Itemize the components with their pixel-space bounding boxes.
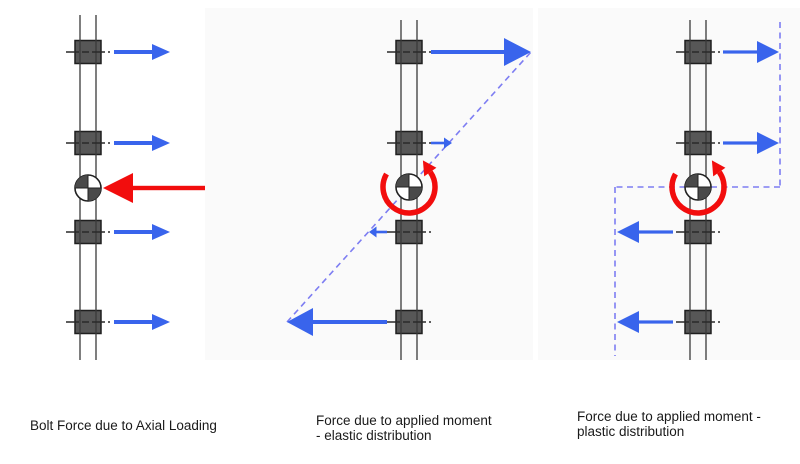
panel-axial bbox=[66, 15, 205, 360]
force-arrow-right-icon bbox=[114, 224, 170, 240]
force-arrow-left-icon bbox=[617, 221, 673, 243]
centroid-icon bbox=[74, 174, 102, 202]
force-arrow-right-icon bbox=[114, 44, 170, 60]
force-arrow-small-right-icon bbox=[431, 137, 452, 149]
applied-axial-load-arrow-icon bbox=[103, 173, 205, 203]
caption-moment-elastic: Force due to applied moment - elastic di… bbox=[316, 413, 492, 443]
centroid-icon bbox=[395, 173, 423, 201]
caption-line: Bolt Force due to Axial Loading bbox=[30, 418, 217, 433]
force-arrow-small-left-icon bbox=[369, 226, 387, 238]
caption-line: plastic distribution bbox=[577, 424, 685, 439]
caption-line: Force due to applied moment - bbox=[577, 409, 761, 424]
force-arrow-right-icon bbox=[114, 135, 170, 151]
force-arrow-large-right-icon bbox=[431, 38, 531, 66]
force-arrow-large-left-icon bbox=[287, 308, 387, 336]
force-arrow-right-icon bbox=[723, 132, 779, 154]
panel-plastic-background bbox=[538, 8, 800, 360]
bolt-force-arrows bbox=[617, 41, 779, 333]
moment-arrow-icon bbox=[669, 160, 727, 216]
panel-elastic-background bbox=[205, 8, 533, 360]
centroid-icon bbox=[684, 173, 712, 201]
bolt-force-arrows bbox=[114, 44, 170, 330]
caption-axial: Bolt Force due to Axial Loading bbox=[30, 418, 217, 433]
caption-line: Force due to applied moment bbox=[316, 413, 492, 428]
force-arrow-right-icon bbox=[114, 314, 170, 330]
panel-moment-elastic bbox=[286, 20, 532, 360]
bolt-centerlines bbox=[676, 51, 720, 323]
caption-line: - elastic distribution bbox=[316, 428, 432, 443]
moment-arrow-icon bbox=[380, 160, 438, 216]
bolt-centerlines bbox=[66, 51, 110, 323]
bolt-centerlines bbox=[387, 51, 431, 323]
bolt-force-arrows bbox=[287, 38, 531, 336]
caption-moment-plastic: Force due to applied moment - plastic di… bbox=[577, 409, 761, 439]
force-arrow-right-icon bbox=[723, 41, 779, 63]
plastic-distribution-dashed-line bbox=[614, 22, 781, 356]
force-arrow-left-icon bbox=[617, 311, 673, 333]
panel-moment-plastic bbox=[614, 20, 781, 360]
